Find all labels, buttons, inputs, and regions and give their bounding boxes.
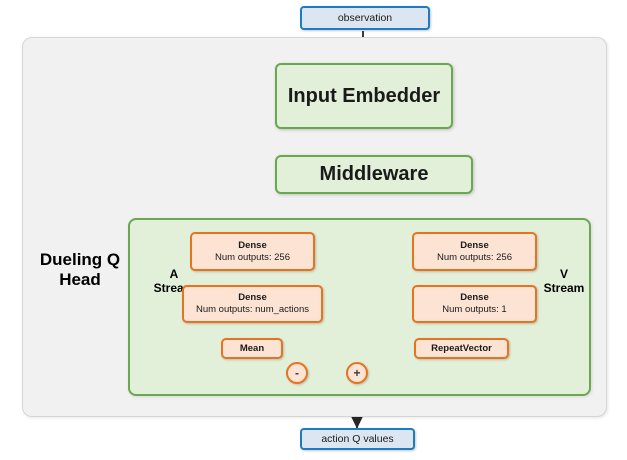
input-embedder-box[interactable]: Input Embedder [275, 63, 453, 129]
add-operator-symbol: + [353, 366, 361, 380]
a-dense-256-title: Dense [238, 239, 267, 251]
v-dense-1-title: Dense [460, 292, 489, 304]
a-dense-256-box[interactable]: Dense Num outputs: 256 [190, 232, 315, 271]
observation-box[interactable]: observation [300, 6, 430, 30]
v-dense-1-outputs: Num outputs: 1 [442, 304, 507, 315]
a-dense-actions-title: Dense [238, 292, 267, 304]
a-dense-256-outputs: Num outputs: 256 [215, 251, 290, 263]
middleware-box[interactable]: Middleware [275, 155, 473, 194]
subtract-operator-symbol: - [295, 366, 299, 380]
mean-box[interactable]: Mean [221, 338, 283, 359]
v-stream-line1: V [559, 267, 568, 281]
dueling-q-head-line1: Dueling Q Head [39, 250, 121, 289]
input-embedder-label: Input Embedder [287, 84, 441, 107]
dueling-q-head-label: Dueling Q Head [32, 250, 128, 289]
v-stream-label: V Stream [538, 267, 590, 296]
a-dense-actions-outputs: Num outputs: num_actions [195, 304, 309, 315]
a-stream-line1: A [169, 267, 179, 281]
mean-label: Mean [239, 342, 265, 354]
subtract-operator[interactable]: - [286, 362, 308, 384]
action-q-values-box[interactable]: action Q values [300, 428, 415, 450]
add-operator[interactable]: + [346, 362, 368, 384]
action-q-values-label: action Q values [321, 433, 394, 445]
repeat-vector-label: RepeatVector [431, 342, 492, 354]
v-dense-256-title: Dense [460, 239, 489, 251]
middleware-label: Middleware [319, 163, 429, 185]
observation-label: observation [337, 12, 393, 24]
v-dense-1-box[interactable]: Dense Num outputs: 1 [412, 285, 537, 323]
v-stream-line2: Stream [543, 280, 585, 295]
repeat-vector-box[interactable]: RepeatVector [414, 338, 509, 359]
v-dense-256-box[interactable]: Dense Num outputs: 256 [412, 232, 537, 271]
a-dense-actions-box[interactable]: Dense Num outputs: num_actions [182, 285, 323, 323]
v-dense-256-outputs: Num outputs: 256 [437, 251, 512, 263]
